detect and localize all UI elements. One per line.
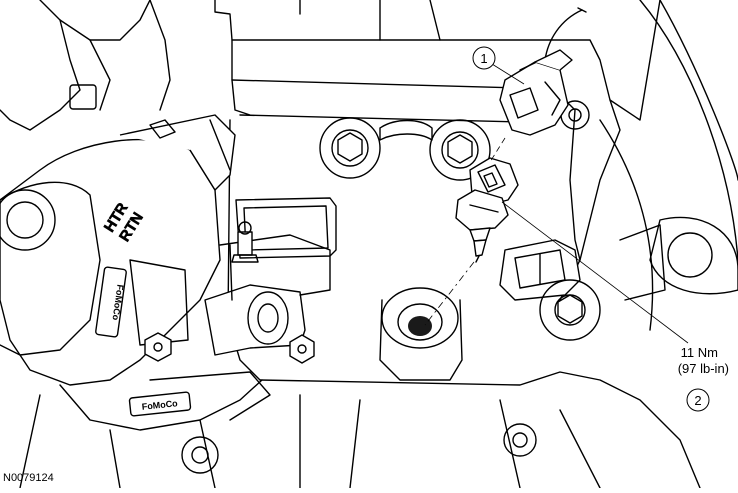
thermostat-housing xyxy=(0,0,583,489)
fomoco-logo-lower: FoMoCo xyxy=(141,398,178,412)
callout-1-number: 1 xyxy=(480,51,487,66)
figure-id: N0079124 xyxy=(3,472,54,484)
temperature-sensor xyxy=(455,157,519,263)
callout-2-leader xyxy=(501,201,689,344)
harness-connector xyxy=(499,7,587,136)
torque-specification: 11 Nm (97 lb-in) xyxy=(678,345,729,376)
callout-1: 1 xyxy=(472,46,525,85)
torque-lb-in: (97 lb-in) xyxy=(678,361,729,376)
installation-guide-lines xyxy=(424,137,506,326)
torque-nm: 11 Nm xyxy=(681,345,718,360)
callout-2: 2 xyxy=(686,388,710,412)
callout-2-number: 2 xyxy=(694,393,701,408)
engine-block-background xyxy=(214,0,738,489)
